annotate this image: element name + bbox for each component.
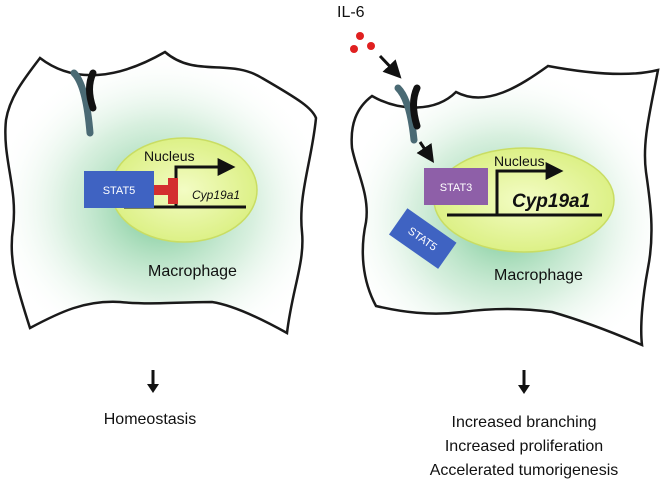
il6-binding-arrow xyxy=(378,54,402,79)
stat5-label-left: STAT5 xyxy=(103,185,136,197)
outcome-tumorigenesis: Accelerated tumorigenesis xyxy=(430,462,619,479)
il6-label: IL-6 xyxy=(337,4,365,21)
promoter-arrow-icon xyxy=(495,162,564,215)
cell-label-right: Macrophage xyxy=(494,267,583,284)
cell-label-left: Macrophage xyxy=(148,263,237,280)
receptor-icon xyxy=(394,84,421,144)
down-arrow-icon xyxy=(518,370,530,394)
outcome-branching: Increased branching xyxy=(452,414,597,431)
repression-bar-icon xyxy=(154,178,178,204)
il6-molecule-icon xyxy=(350,32,375,53)
signal-arrow xyxy=(416,141,434,163)
outcome-homeostasis: Homeostasis xyxy=(104,411,196,428)
gene-label-left: Cyp19a1 xyxy=(192,188,240,202)
stat5-box-right: STAT5 xyxy=(389,208,457,269)
stat3-label: STAT3 xyxy=(440,182,473,194)
outcome-proliferation: Increased proliferation xyxy=(445,438,603,455)
gene-label-right: Cyp19a1 xyxy=(512,191,590,212)
left-panel: Nucleus STAT5 Cyp19a1 Macrophage Homeost… xyxy=(4,50,318,428)
nucleus-label-right: Nucleus xyxy=(494,153,545,169)
stat3-box xyxy=(424,168,488,205)
receptor-icon xyxy=(70,69,97,137)
right-panel: IL-6 Nucleus STAT3 Cyp19a1 xyxy=(337,4,660,479)
down-arrow-icon xyxy=(147,370,159,393)
stat5-box-left xyxy=(84,171,154,208)
nucleus-label-left: Nucleus xyxy=(144,148,195,164)
